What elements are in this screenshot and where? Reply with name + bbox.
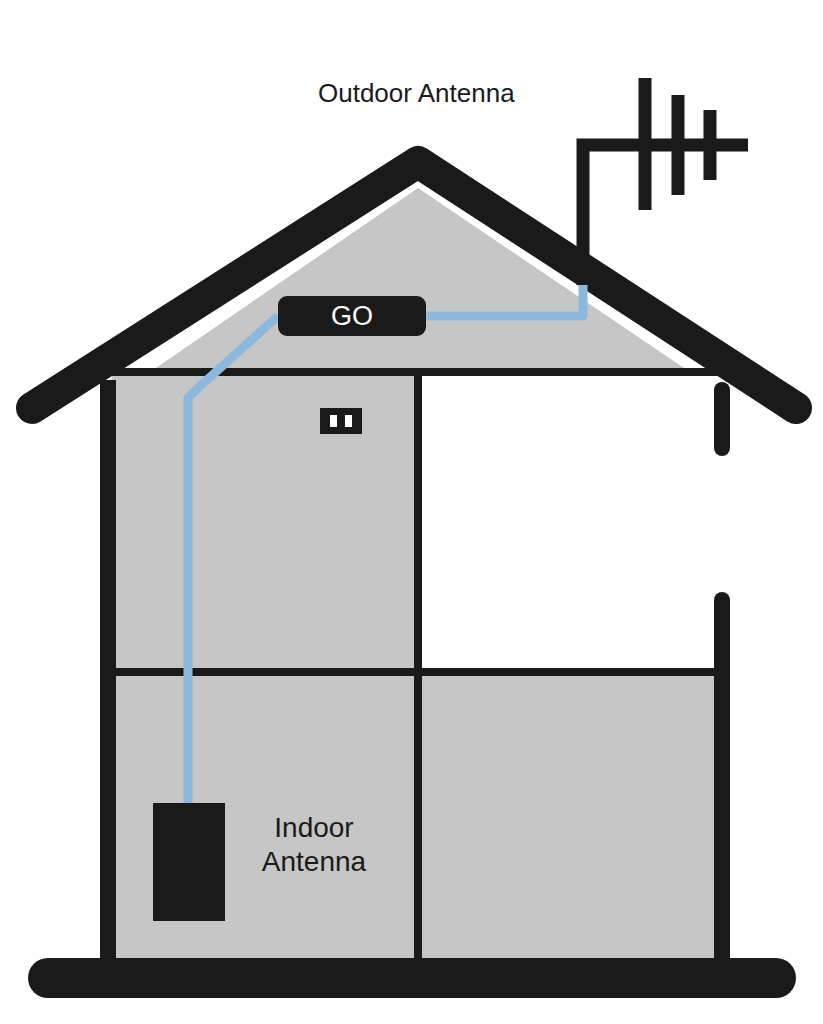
room-fill <box>112 672 418 962</box>
ground <box>48 958 776 998</box>
antenna-element <box>639 78 652 210</box>
antenna-element <box>672 95 685 195</box>
roof <box>32 162 796 408</box>
wall-line <box>414 372 422 962</box>
outer-wall <box>100 380 116 962</box>
outer-wall <box>714 600 730 962</box>
coax-cable <box>426 285 583 316</box>
antenna-label: Outdoor Antenna <box>318 78 515 109</box>
outlet-slot <box>345 415 352 427</box>
unit-label: GO <box>278 296 426 336</box>
outer-wall <box>714 390 730 448</box>
go-unit: GO <box>278 296 426 336</box>
outdoor-antenna: Outdoor Antenna <box>310 72 760 285</box>
antenna-mast <box>583 145 748 285</box>
outlet-slot <box>330 415 337 427</box>
antenna-label: Indoor Antenna <box>239 811 389 878</box>
wall-outlet <box>320 408 362 434</box>
room-fill <box>112 372 418 672</box>
antenna-element <box>704 110 717 180</box>
indoor-antenna: Indoor Antenna <box>153 803 225 921</box>
coax-cable <box>188 316 278 803</box>
room-fill <box>418 672 722 962</box>
